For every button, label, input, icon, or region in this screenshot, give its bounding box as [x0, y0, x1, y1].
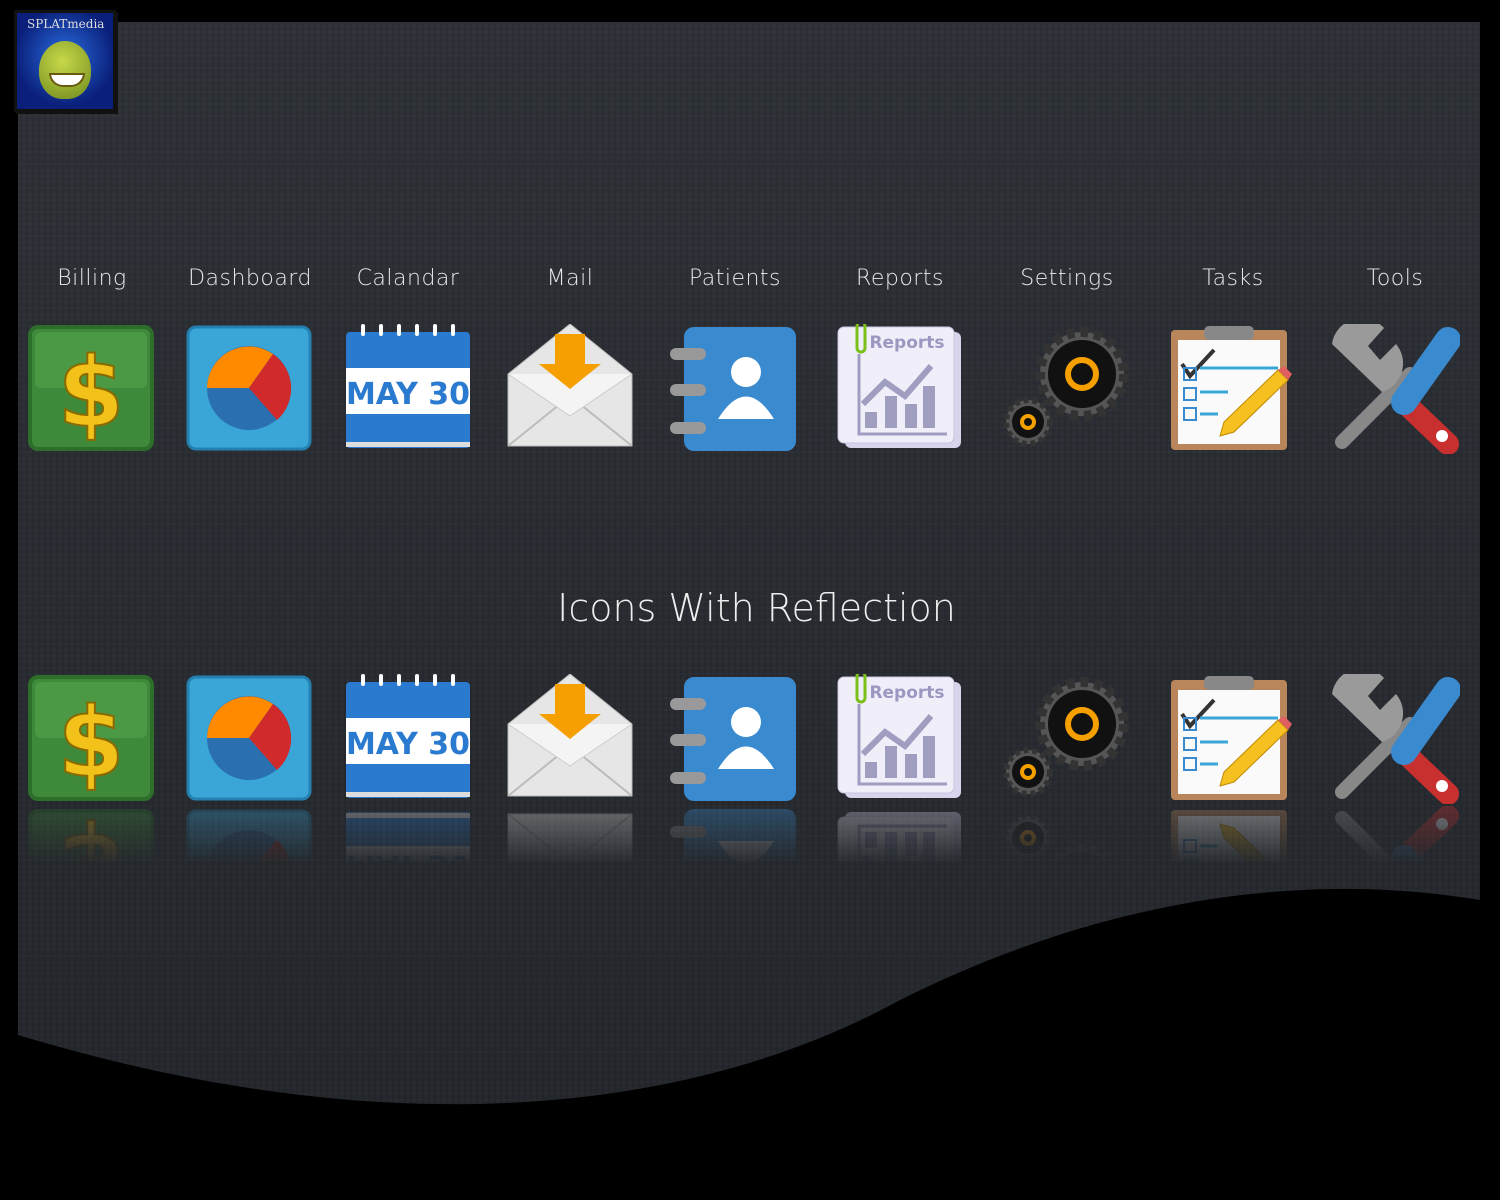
- reports-reflection: Reports: [835, 806, 965, 940]
- billing-reflection: $: [27, 806, 157, 936]
- icon-label-billing: Billing: [57, 266, 127, 291]
- billing-reflected-button[interactable]: $: [27, 674, 157, 804]
- icon-label-tasks: Tasks: [1202, 266, 1264, 291]
- tools-icon: [1332, 318, 1461, 455]
- mail-icon: [507, 813, 633, 937]
- tools-icon: [1332, 805, 1461, 942]
- tasks-reflected-button[interactable]: [1168, 674, 1298, 804]
- tools-reflection: [1330, 805, 1461, 942]
- tools-reflected-button[interactable]: [1330, 668, 1461, 805]
- gears-icon: [1003, 813, 1129, 933]
- icon-label-tools: Tools: [1366, 266, 1424, 291]
- dollar-icon: $: [28, 675, 154, 801]
- calendar-icon: MAY 30: [346, 324, 470, 448]
- mail-reflection: [505, 806, 635, 937]
- reports-badge-text: Reports: [869, 907, 944, 927]
- calendar-date: MAY 30: [346, 377, 470, 412]
- patients-reflected-button[interactable]: [670, 674, 800, 804]
- section-title: Icons With Reflection: [557, 586, 956, 630]
- dollar-icon: $: [28, 809, 154, 935]
- icon-label-mail: Mail: [546, 266, 594, 291]
- reports-badge-text: Reports: [869, 333, 944, 353]
- svg-text:$: $: [58, 811, 125, 923]
- turtle-mascot-icon: [39, 41, 91, 99]
- settings-button[interactable]: [1002, 324, 1132, 454]
- tasks-button[interactable]: [1168, 324, 1298, 454]
- icon-label-reports: Reports: [856, 266, 944, 291]
- reports-badge-text: Reports: [869, 683, 944, 703]
- reports-reflected-button[interactable]: Reports: [835, 670, 965, 804]
- calendar-date: MAY 30: [346, 848, 470, 883]
- icon-label-calandar: Calandar: [356, 266, 460, 291]
- clipboard-icon: [1171, 810, 1292, 934]
- mail-reflected-button[interactable]: [505, 673, 635, 804]
- calandar-button[interactable]: MAY 30: [343, 324, 473, 454]
- reports-icon: Reports: [837, 320, 961, 448]
- pie-chart-icon: [186, 675, 312, 801]
- icon-label-patients: Patients: [688, 266, 782, 291]
- contacts-icon: [670, 677, 796, 801]
- tasks-reflection: [1168, 806, 1298, 936]
- gears-icon: [1003, 677, 1129, 797]
- calandar-reflection: MAY 30: [343, 806, 473, 936]
- dashboard-reflection: [185, 806, 315, 936]
- splatmedia-logo: SPLATmedia: [14, 10, 116, 112]
- clipboard-icon: [1171, 326, 1292, 450]
- tools-icon: [1332, 668, 1461, 805]
- calandar-reflected-button[interactable]: MAY 30: [343, 674, 473, 804]
- patients-button[interactable]: [670, 324, 800, 454]
- pie-chart-icon: [186, 809, 312, 935]
- contacts-icon: [670, 809, 796, 933]
- pie-chart-icon: [186, 325, 312, 451]
- reports-icon: Reports: [837, 812, 961, 940]
- reports-button[interactable]: Reports: [835, 320, 965, 454]
- tools-button[interactable]: [1330, 318, 1461, 455]
- dashboard-reflected-button[interactable]: [185, 674, 315, 804]
- svg-text:$: $: [58, 337, 125, 449]
- clipboard-icon: [1171, 676, 1292, 800]
- settings-reflection: [1002, 806, 1132, 936]
- mail-icon: [507, 323, 633, 447]
- mail-icon: [507, 673, 633, 797]
- settings-reflected-button[interactable]: [1002, 674, 1132, 804]
- reports-icon: Reports: [837, 670, 961, 798]
- icon-label-settings: Settings: [1020, 266, 1114, 291]
- icon-label-dashboard: Dashboard: [188, 266, 312, 291]
- patients-reflection: [670, 806, 800, 936]
- calendar-date: MAY 30: [346, 727, 470, 762]
- gears-icon: [1003, 327, 1129, 447]
- logo-text: SPLATmedia: [27, 17, 105, 31]
- billing-button[interactable]: $: [27, 324, 157, 454]
- dollar-icon: $: [28, 325, 154, 451]
- calendar-icon: MAY 30: [346, 812, 470, 936]
- calendar-icon: MAY 30: [346, 674, 470, 798]
- contacts-icon: [670, 327, 796, 451]
- mail-button[interactable]: [505, 323, 635, 454]
- dashboard-button[interactable]: [185, 324, 315, 454]
- svg-text:$: $: [58, 687, 125, 799]
